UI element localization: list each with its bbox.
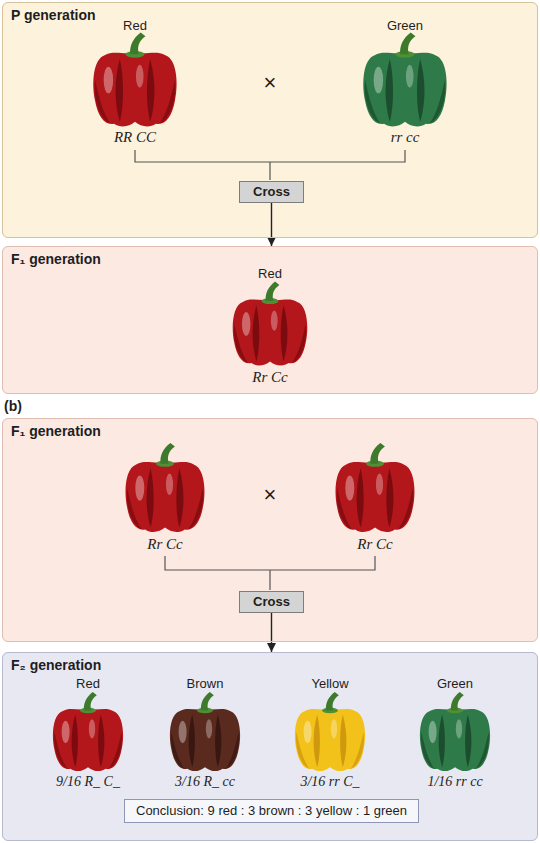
phenotype-label: Red bbox=[76, 676, 100, 692]
red-pepper bbox=[336, 443, 415, 532]
panel-ground bbox=[2, 418, 538, 642]
generation-panel: P generationCross bbox=[2, 2, 538, 238]
ratio-genotype: 3/16 R_ cc bbox=[175, 774, 235, 791]
phenotype-label: Red bbox=[258, 266, 282, 282]
green-pepper bbox=[420, 692, 490, 771]
cross-symbol: × bbox=[264, 484, 277, 506]
genotype-label: Rr Cc bbox=[252, 368, 287, 386]
phenotype-label: Green bbox=[437, 676, 473, 692]
conclusion-box: Conclusion: 9 red : 3 brown : 3 yellow :… bbox=[124, 799, 419, 823]
box-heading: Conclusion: 9 red : 3 brown : 3 yellow :… bbox=[136, 803, 407, 819]
phenotype-label: Brown bbox=[187, 676, 224, 692]
genotype-label: Rr Cc bbox=[147, 535, 182, 553]
genotype-label: rr cc bbox=[391, 128, 420, 146]
box-heading: F₂ generation bbox=[11, 656, 529, 674]
connector-arrow bbox=[271, 203, 272, 246]
phenotype-label: Red bbox=[123, 18, 147, 34]
generation-panel: F₁ generationCross bbox=[2, 418, 538, 642]
cross-symbol: × bbox=[264, 72, 277, 94]
red-pepper bbox=[126, 443, 205, 532]
red-pepper bbox=[93, 33, 176, 127]
cross-box: Cross bbox=[239, 591, 304, 613]
panel-ground bbox=[2, 652, 538, 841]
ratio-genotype: 1/16 rr cc bbox=[427, 774, 482, 791]
phenotype-label: Green bbox=[387, 18, 423, 34]
panel-ground bbox=[2, 2, 538, 238]
box-heading: F₁ generation bbox=[11, 422, 529, 440]
box-heading: F₁ generation bbox=[11, 250, 529, 268]
red-pepper bbox=[53, 692, 123, 771]
cross-bracket bbox=[165, 556, 375, 590]
cross-box: Cross bbox=[239, 181, 304, 203]
panel-ground bbox=[2, 246, 538, 394]
ratio-genotype: 9/16 R_ C_ bbox=[56, 774, 120, 791]
box-heading: Cross bbox=[253, 594, 290, 610]
brown-pepper bbox=[170, 692, 240, 771]
cross-bracket bbox=[135, 150, 405, 180]
phenotype-label: Yellow bbox=[311, 676, 348, 692]
connector-arrow bbox=[271, 613, 272, 652]
yellow-pepper bbox=[295, 692, 365, 771]
box-heading: Cross bbox=[253, 184, 290, 200]
red-pepper bbox=[233, 282, 308, 366]
green-pepper bbox=[363, 33, 446, 127]
genotype-label: Rr Cc bbox=[357, 535, 392, 553]
panel-letter: (b) bbox=[4, 398, 22, 415]
genotype-label: RR CC bbox=[114, 128, 156, 146]
ratio-genotype: 3/16 rr C_ bbox=[300, 774, 359, 791]
box-heading: P generation bbox=[11, 6, 529, 24]
